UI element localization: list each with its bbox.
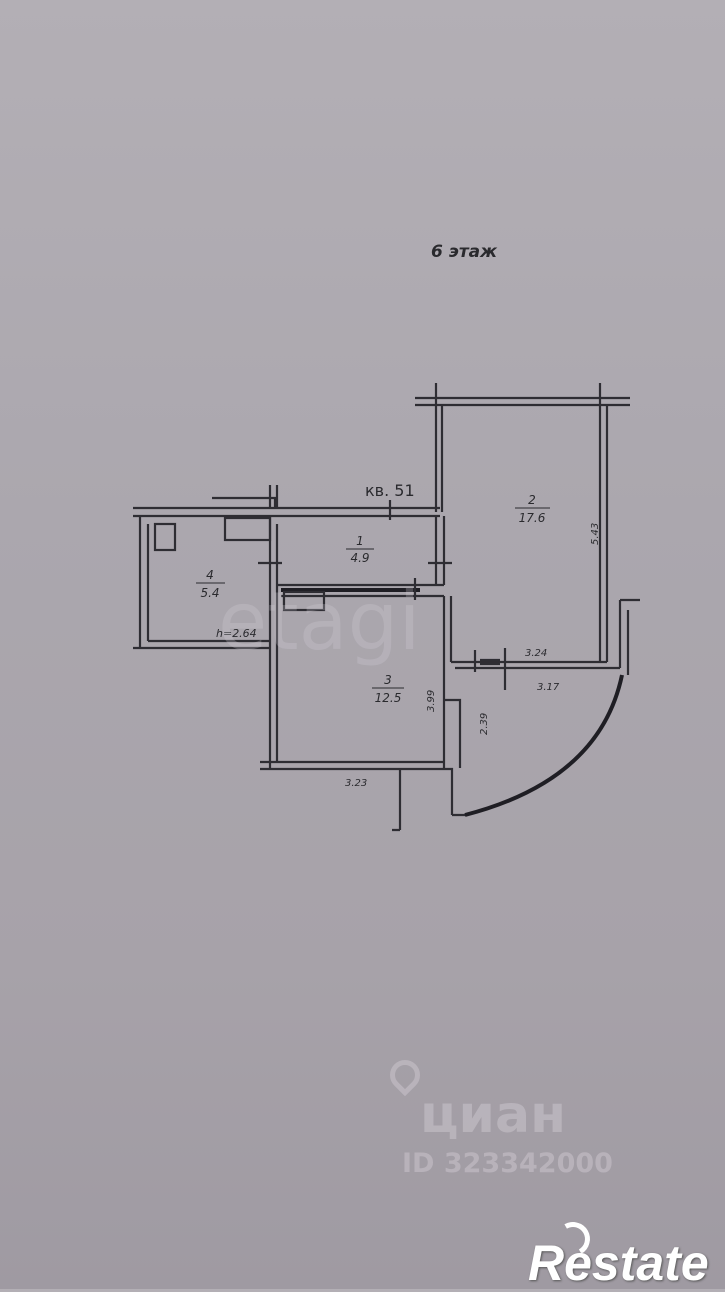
dimension-3-17: 3.17	[537, 682, 560, 693]
dimension-2-39: 2.39	[479, 713, 490, 735]
ceiling-height: h=2.64	[216, 627, 257, 640]
dimension-3-99: 3.99	[426, 690, 437, 712]
svg-text:3: 3	[384, 673, 392, 687]
room-2-label: 2 17.6	[515, 493, 550, 525]
walls	[133, 383, 640, 832]
restate-logo-text: Restate	[528, 1235, 709, 1291]
room-4-label: 4 5.4	[196, 568, 225, 600]
svg-text:17.6: 17.6	[519, 511, 546, 525]
room-1-label: 1 4.9	[346, 534, 374, 565]
svg-text:5.4: 5.4	[200, 586, 219, 600]
svg-text:4.9: 4.9	[350, 551, 369, 565]
apartment-label: кв. 51	[365, 481, 415, 500]
svg-text:1: 1	[356, 534, 364, 548]
svg-text:12.5: 12.5	[375, 691, 402, 705]
cian-id-watermark: ID 323342000	[402, 1148, 613, 1179]
svg-text:2: 2	[528, 493, 536, 507]
etagi-watermark: etagi	[218, 575, 421, 668]
room-3-label: 3 12.5	[372, 673, 404, 705]
dimension-5-43: 5.43	[590, 523, 601, 545]
floor-title: 6 этаж	[431, 242, 498, 262]
dimension-3-24: 3.24	[525, 648, 547, 659]
dimension-3-23: 3.23	[345, 778, 367, 789]
cian-watermark: циан	[420, 1085, 566, 1145]
svg-text:4: 4	[206, 568, 214, 582]
